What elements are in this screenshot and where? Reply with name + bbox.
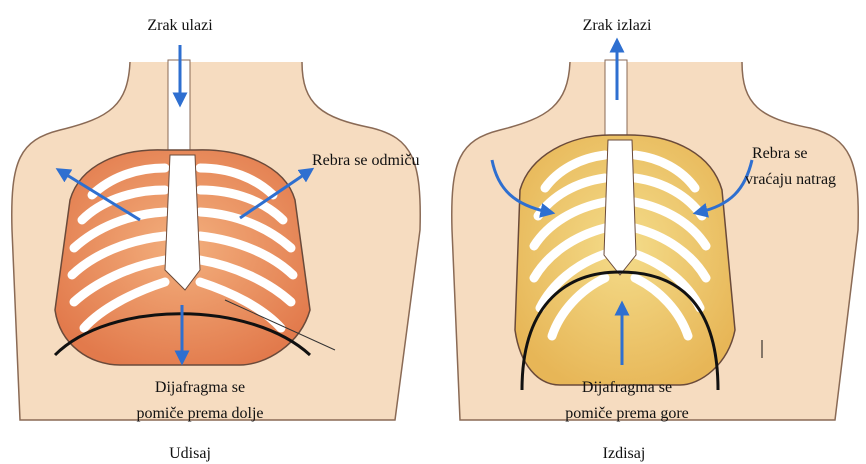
left-caption: Udisaj xyxy=(169,445,211,462)
left-diaphragm-line1: Dijafragma se xyxy=(155,379,245,396)
left-sternum xyxy=(165,155,200,290)
right-diaphragm-line2: pomiče prema gore xyxy=(565,405,689,422)
right-caption: Izdisaj xyxy=(603,445,646,462)
right-diaphragm-line1: Dijafragma se xyxy=(582,379,672,396)
left-diaphragm-line2: pomiče prema dolje xyxy=(136,405,263,422)
exhale-panel: Zrak izlazi Rebra se vraćaju natrag Dija… xyxy=(452,17,858,462)
left-air-label: Zrak ulazi xyxy=(147,17,213,34)
right-air-label: Zrak izlazi xyxy=(583,17,652,34)
right-ribs-line2: vraćaju natrag xyxy=(745,171,836,188)
right-ribs-line1: Rebra se xyxy=(752,145,808,162)
inhale-panel: Zrak ulazi Rebra se odmiču Dijafragma se… xyxy=(12,17,420,462)
left-ribs-label: Rebra se odmiču xyxy=(312,152,420,169)
right-sternum xyxy=(604,140,636,275)
